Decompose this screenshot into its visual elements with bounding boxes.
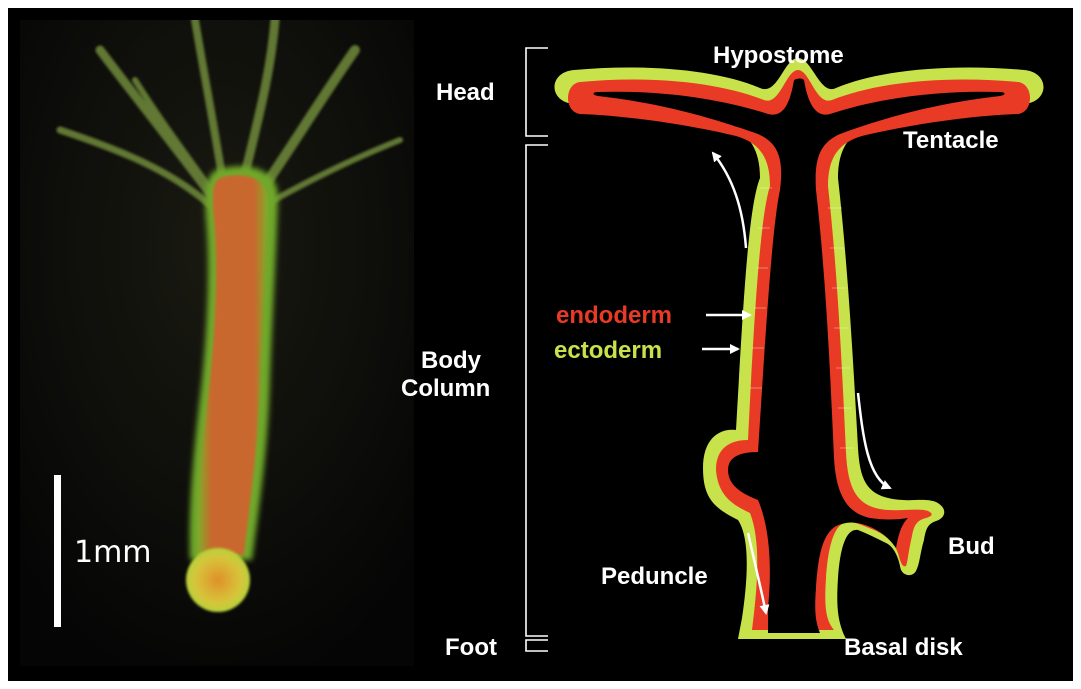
- label-hypostome: Hypostome: [713, 42, 844, 69]
- label-peduncle: Peduncle: [601, 563, 708, 590]
- label-tentacle: Tentacle: [903, 127, 999, 154]
- flow-arrow-bud: [858, 393, 890, 488]
- region-brackets: [526, 48, 548, 651]
- label-body-column-line2: Column: [401, 375, 490, 402]
- label-foot: Foot: [445, 634, 497, 661]
- flow-arrow-head: [713, 153, 746, 248]
- figure-frame: 1mm: [8, 8, 1073, 681]
- label-basal-disk: Basal disk: [844, 634, 963, 661]
- label-endoderm: endoderm: [556, 302, 672, 329]
- label-body-column-line1: Body: [421, 347, 482, 374]
- hydra-schematic: Hypostome Head Tentacle Body Column endo…: [8, 8, 1073, 681]
- label-bud: Bud: [948, 533, 995, 560]
- label-ectoderm: ectoderm: [554, 337, 662, 364]
- label-head: Head: [436, 79, 495, 106]
